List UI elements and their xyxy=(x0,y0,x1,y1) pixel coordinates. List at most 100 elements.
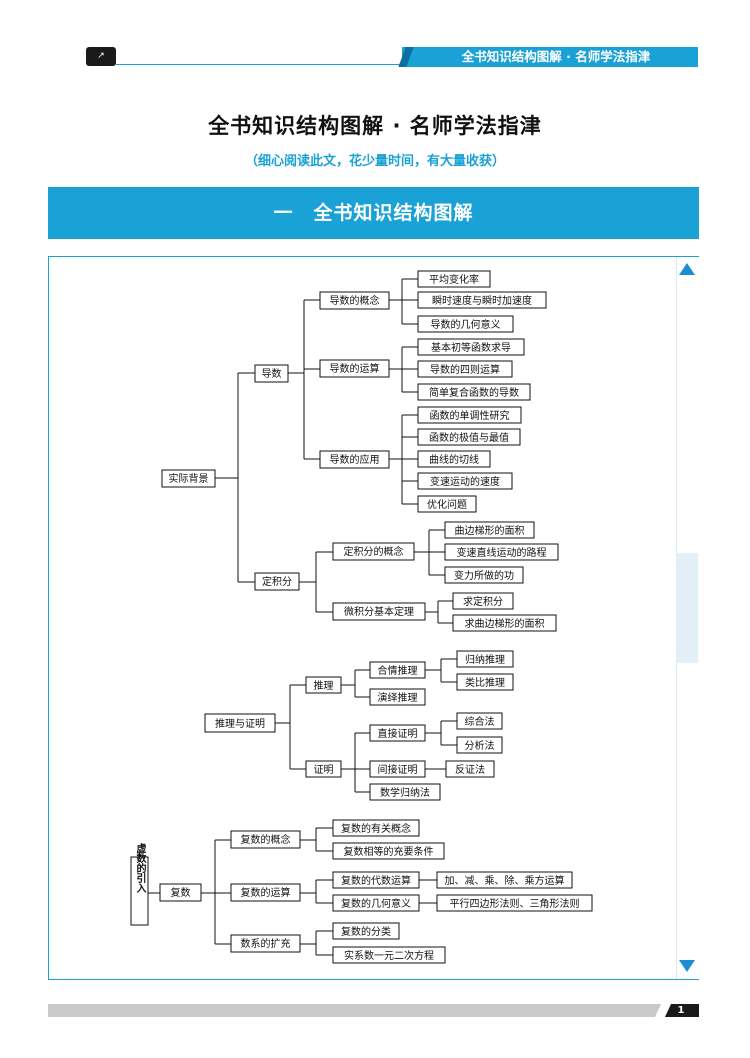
node-box-deductive xyxy=(369,688,426,706)
node-indirect-proof: 间接证明 xyxy=(378,763,418,776)
node-box-real-background xyxy=(161,469,216,488)
node-box-complex-class xyxy=(332,922,400,940)
node-complex-intro: 虚数的引入 xyxy=(134,842,146,894)
node-box-proof xyxy=(305,760,342,778)
node-box-geo-meaning xyxy=(417,315,514,333)
node-box-arith-ops xyxy=(436,871,573,889)
node-box-synthesis xyxy=(456,712,503,730)
node-complex-ops: 复数的运算 xyxy=(241,886,291,899)
node-box-derivative-ops xyxy=(319,359,390,378)
node-box-reasoning xyxy=(305,676,342,694)
footer-bar xyxy=(48,1004,663,1017)
page-subtitle: （细心阅读此文，花少量时间，有大量收获） xyxy=(244,154,505,169)
node-variable-path: 变速直线运动的路程 xyxy=(457,546,547,559)
node-box-find-curved-area xyxy=(452,614,557,632)
node-variable-work: 变力所做的功 xyxy=(454,569,514,582)
node-direct-proof: 直接证明 xyxy=(378,727,418,740)
node-box-analysis xyxy=(456,736,503,754)
node-synthesis: 综合法 xyxy=(465,715,495,728)
node-box-variable-motion xyxy=(417,472,513,490)
node-optimization: 优化问题 xyxy=(427,498,467,511)
node-plausible: 合情推理 xyxy=(378,664,418,677)
node-box-avg-rate xyxy=(417,270,491,288)
page-title: 全书知识结构图解 · 名师学法指津 xyxy=(208,114,542,138)
node-box-plausible xyxy=(369,661,426,679)
node-box-induction xyxy=(456,650,514,668)
node-monotonic: 函数的单调性研究 xyxy=(430,409,510,422)
node-box-complex-ops xyxy=(230,883,301,902)
node-parallelogram: 平行四边形法则、三角形法则 xyxy=(450,897,580,910)
node-def-int-concept: 定积分的概念 xyxy=(344,545,404,558)
node-box-variable-work xyxy=(444,566,524,584)
node-composite: 简单复合函数的导数 xyxy=(429,386,519,399)
node-complex-class: 复数的分类 xyxy=(341,925,391,938)
node-box-tangent xyxy=(417,450,491,468)
node-box-derivative xyxy=(254,364,289,383)
node-box-reasoning-proof xyxy=(204,713,276,733)
node-basic-elem: 基本初等函数求导 xyxy=(431,341,511,354)
node-definite-integral: 定积分 xyxy=(262,575,292,588)
scroll-down-arrow-icon[interactable] xyxy=(679,960,695,972)
tree-nodes xyxy=(130,270,593,964)
node-box-derivative-concept xyxy=(319,291,390,310)
node-fundamental-thm: 微积分基本定理 xyxy=(344,605,414,618)
node-four-rules: 导数的四则运算 xyxy=(430,363,500,376)
tree-connectors xyxy=(148,278,457,956)
node-complex-equal: 复数相等的充要条件 xyxy=(344,845,434,858)
node-derivative: 导数 xyxy=(262,367,282,380)
node-reasoning-proof: 推理与证明 xyxy=(215,717,265,730)
node-geo-meaning: 导数的几何意义 xyxy=(431,318,501,331)
node-box-complex-geo xyxy=(332,894,420,912)
node-reasoning: 推理 xyxy=(314,679,334,692)
node-real-background: 实际背景 xyxy=(169,472,209,485)
node-box-extremum xyxy=(417,428,521,446)
node-arith-ops: 加、减、乘、除、乘方运算 xyxy=(445,874,565,887)
node-box-complex-equal xyxy=(332,842,445,860)
node-derivative-ops: 导数的运算 xyxy=(330,362,380,375)
publisher-logo: ↗ xyxy=(86,47,116,66)
node-box-parallelogram xyxy=(436,894,593,912)
node-box-complex-intro xyxy=(130,856,149,926)
node-box-def-int-concept xyxy=(332,542,415,561)
node-algebraic-ops: 复数的代数运算 xyxy=(341,874,411,887)
node-extremum: 函数的极值与最值 xyxy=(429,431,509,444)
node-box-fundamental-thm xyxy=(332,602,426,621)
node-box-number-ext xyxy=(230,934,301,953)
node-box-four-rules xyxy=(417,360,513,378)
header-banner-text: 全书知识结构图解 · 名师学法指津 xyxy=(461,49,651,64)
node-box-find-integral xyxy=(452,592,514,610)
section-header xyxy=(48,187,699,239)
node-box-complex-related xyxy=(332,819,420,837)
node-math-induction: 数学归纳法 xyxy=(380,786,430,799)
node-box-variable-path xyxy=(444,543,559,561)
node-analogy: 类比推理 xyxy=(465,676,505,689)
node-box-contradiction xyxy=(445,760,495,778)
node-complex: 复数 xyxy=(171,886,191,899)
node-analysis: 分析法 xyxy=(465,739,495,752)
node-variable-motion: 变速运动的速度 xyxy=(430,475,500,488)
node-induction: 归纳推理 xyxy=(465,653,505,666)
node-complex-related: 复数的有关概念 xyxy=(341,822,411,835)
node-box-math-induction xyxy=(369,783,441,801)
node-contradiction: 反证法 xyxy=(455,763,485,776)
node-derivative-concept: 导数的概念 xyxy=(330,294,380,307)
node-proof: 证明 xyxy=(314,764,334,776)
section-title: 一 全书知识结构图解 xyxy=(273,202,474,224)
node-box-curved-area xyxy=(444,521,535,539)
node-complex-concept: 复数的概念 xyxy=(241,833,291,846)
node-box-basic-elem xyxy=(417,338,525,356)
node-box-optimization xyxy=(417,495,477,513)
header-rule xyxy=(116,64,402,65)
node-avg-rate: 平均变化率 xyxy=(429,273,479,286)
node-find-curved-area: 求曲边梯形的面积 xyxy=(465,617,545,630)
node-box-definite-integral xyxy=(254,572,300,591)
scroll-up-arrow-icon[interactable] xyxy=(679,263,695,275)
node-derivative-app: 导数的应用 xyxy=(330,453,380,466)
node-box-complex xyxy=(159,883,202,902)
scrollbar-thumb[interactable] xyxy=(676,553,698,663)
node-box-indirect-proof xyxy=(369,760,426,778)
tree-labels: 实际背景 导数 定积分 导数的概念 导数的运算 导数的应用 平均变化率 瞬时速度… xyxy=(134,273,580,962)
node-quadratic: 实系数一元二次方程 xyxy=(344,949,434,962)
node-curved-area: 曲边梯形的面积 xyxy=(455,524,525,537)
